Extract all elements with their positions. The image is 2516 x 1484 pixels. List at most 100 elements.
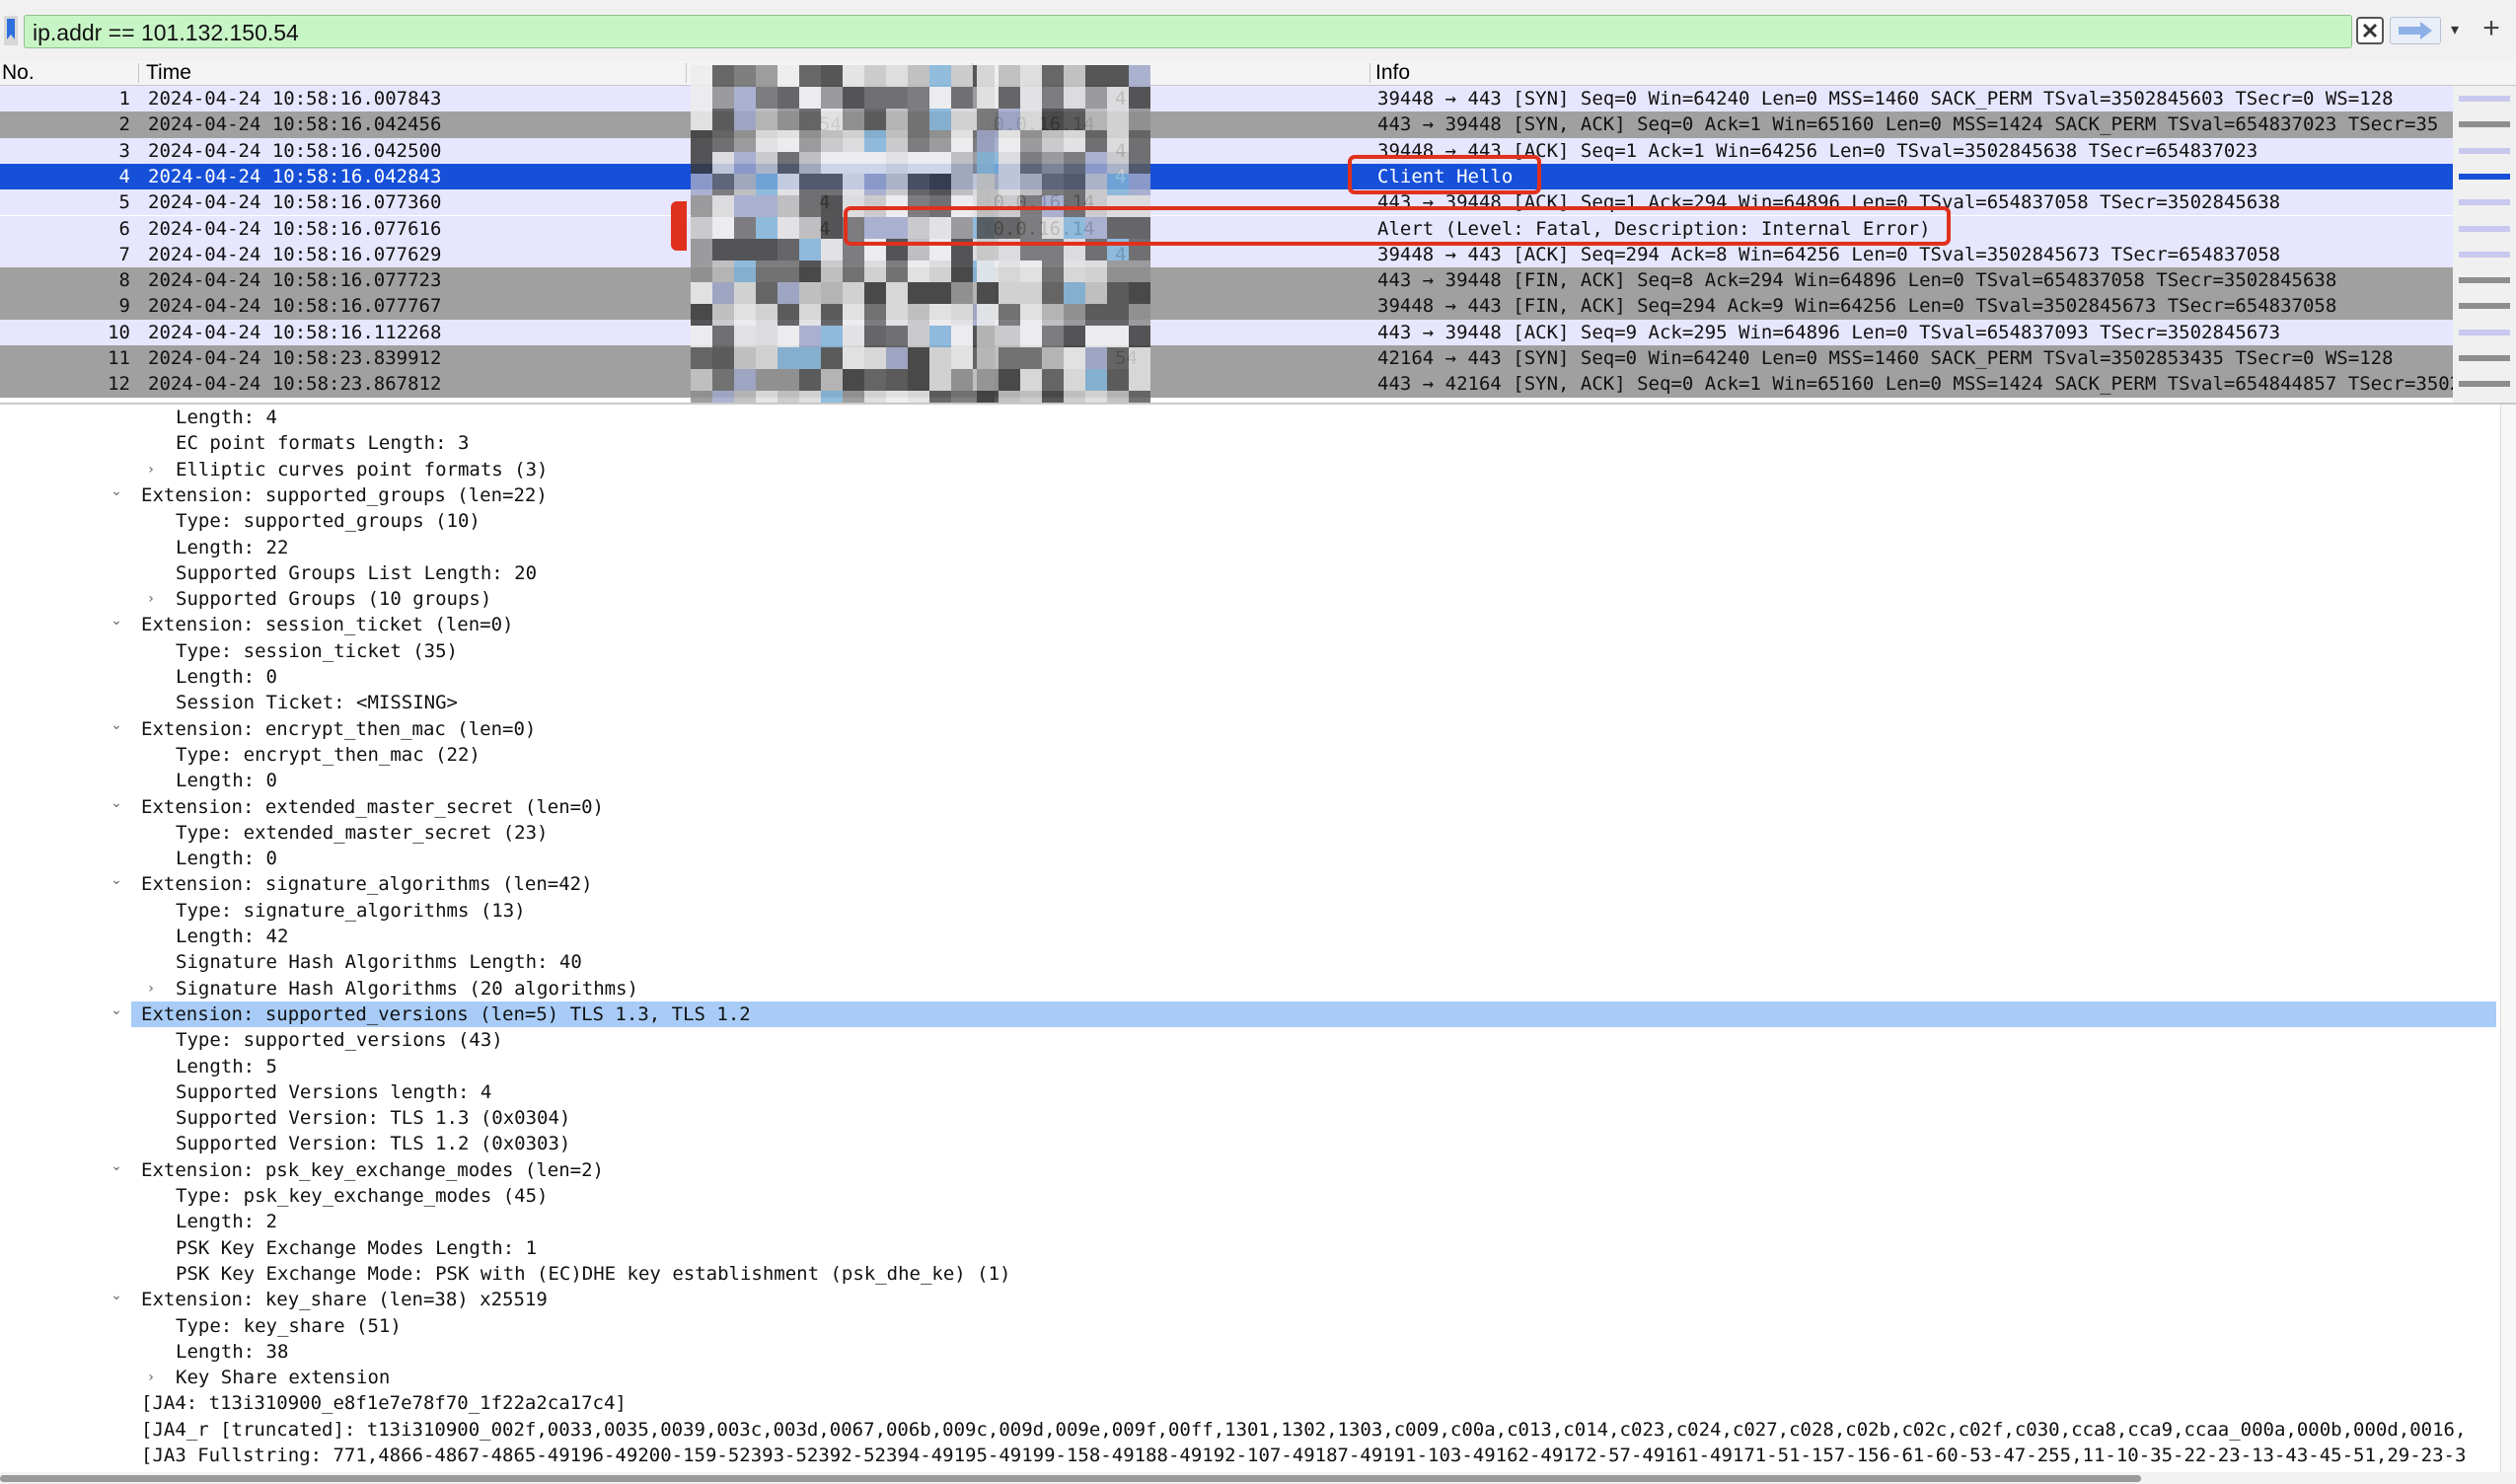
detail-tree-line[interactable]: ⌄Extension: encrypt_then_mac (len=0) [0, 716, 2496, 742]
expand-chevron-icon[interactable]: ⌄ [111, 1288, 122, 1304]
collapsed-chevron-icon[interactable]: › [148, 1370, 154, 1386]
column-divider[interactable] [138, 63, 139, 83]
expand-chevron-icon[interactable]: ⌄ [111, 1002, 122, 1018]
minimap-mark [2459, 199, 2510, 206]
detail-tree-line[interactable]: › Key Share extension [0, 1365, 2496, 1390]
detail-tree-line[interactable]: ⌄Extension: signature_algorithms (len=42… [0, 871, 2496, 897]
plus-icon[interactable]: + [2482, 12, 2500, 44]
detail-tree-line[interactable]: PSK Key Exchange Mode: PSK with (EC)DHE … [0, 1261, 2496, 1287]
detail-tree-line[interactable]: ⌄Extension: session_ticket (len=0) [0, 612, 2496, 637]
horizontal-scroll-thumb[interactable] [0, 1475, 2141, 1482]
redaction-pixel [843, 109, 864, 130]
redaction-pixel [929, 369, 951, 391]
redaction-pixel [1042, 152, 1064, 174]
detail-tree-line[interactable]: Supported Version: TLS 1.2 (0x0303) [0, 1131, 2496, 1156]
detail-tree-line[interactable]: Length: 4 [0, 405, 2496, 430]
apply-filter-button[interactable] [2390, 17, 2441, 44]
collapsed-chevron-icon[interactable]: › [148, 980, 154, 997]
collapsed-chevron-icon[interactable]: › [148, 461, 154, 478]
detail-tree-line[interactable]: [JA4: t13i310900_e8f1e7e78f70_1f22a2ca17… [0, 1390, 2496, 1416]
packet-number: 6 [118, 217, 130, 240]
detail-tree-line[interactable]: Type: signature_algorithms (13) [0, 898, 2496, 924]
redaction-pixel [1020, 152, 1042, 174]
packet-info: Alert (Level: Fatal, Description: Intern… [1377, 217, 1931, 240]
detail-tree-line[interactable]: Signature Hash Algorithms Length: 40 [0, 949, 2496, 975]
detail-tree-line[interactable]: Supported Version: TLS 1.3 (0x0304) [0, 1105, 2496, 1131]
detail-tree-line[interactable]: Supported Groups List Length: 20 [0, 560, 2496, 586]
detail-tree-line[interactable]: ⌄Extension: extended_master_secret (len=… [0, 794, 2496, 820]
redaction-pixel [843, 347, 864, 369]
detail-tree-line[interactable]: Type: supported_versions (43) [0, 1027, 2496, 1053]
display-filter-input[interactable]: ip.addr == 101.132.150.54 [24, 15, 2352, 48]
detail-tree-line[interactable]: Length: 38 [0, 1339, 2496, 1365]
redaction-pixel [886, 304, 908, 326]
column-divider[interactable] [1369, 63, 1370, 83]
column-header-info[interactable]: Info [1375, 61, 1411, 84]
expand-chevron-icon[interactable]: ⌄ [111, 613, 122, 630]
detail-tree-line[interactable]: ›Elliptic curves point formats (3) [0, 457, 2496, 482]
detail-tree-line[interactable]: Type: key_share (51) [0, 1313, 2496, 1339]
detail-tree-line[interactable]: [JA4_r [truncated]: t13i310900_002f,0033… [0, 1417, 2496, 1443]
detail-tree-line[interactable]: ›Supported Groups (10 groups) [0, 586, 2496, 612]
detail-tree-line[interactable]: Length: 22 [0, 535, 2496, 560]
detail-tree-line[interactable]: Length: 2 [0, 1209, 2496, 1234]
redaction-pixel [908, 65, 929, 87]
column-divider[interactable] [686, 63, 687, 83]
detail-tree-line[interactable]: Type: supported_groups (10) [0, 508, 2496, 534]
horizontal-scrollbar[interactable] [0, 1472, 2516, 1484]
detail-tree-line[interactable]: [JA3 Fullstring: 771,4866-4867-4865-4919… [0, 1443, 2496, 1468]
detail-tree-line[interactable]: ›Signature Hash Algorithms (20 algorithm… [0, 976, 2496, 1002]
detail-tree-line[interactable]: [JA3: c216e752cae6f8755fd27f561d031636] [0, 1468, 2496, 1472]
detail-tree-line[interactable]: Type: extended_master_secret (23) [0, 820, 2496, 846]
detail-tree-line[interactable]: Supported Versions length: 4 [0, 1079, 2496, 1105]
detail-tree-line[interactable]: ⌄Extension: supported_versions (len=5) T… [111, 1001, 2496, 1028]
detail-tree-line[interactable]: Type: encrypt_then_mac (22) [0, 742, 2496, 768]
detail-tree-line[interactable]: Length: 42 [0, 924, 2496, 949]
detail-tree-line[interactable]: Length: 0 [0, 846, 2496, 871]
detail-tree-line[interactable]: Length: 5 [0, 1054, 2496, 1079]
detail-tree-line[interactable]: Length: 0 [0, 768, 2496, 793]
expand-chevron-icon[interactable]: ⌄ [111, 716, 122, 733]
detail-tree-line[interactable]: Type: session_ticket (35) [0, 638, 2496, 664]
detail-tree-line[interactable]: ⌄Extension: key_share (len=38) x25519 [0, 1287, 2496, 1312]
packet-info: 443 → 42164 [SYN, ACK] Seq=0 Ack=1 Win=6… [1377, 373, 2453, 396]
bookmark-icon[interactable] [4, 16, 22, 45]
expand-chevron-icon[interactable]: ⌄ [111, 1157, 122, 1174]
expand-chevron-icon[interactable]: ⌄ [111, 794, 122, 811]
redaction-pixel [1107, 391, 1129, 403]
details-vertical-scrollbar[interactable] [2500, 405, 2516, 1472]
clear-icon[interactable] [2356, 17, 2384, 44]
detail-tree-line[interactable]: Type: psk_key_exchange_modes (45) [0, 1183, 2496, 1209]
detail-tree-line[interactable]: EC point formats Length: 3 [0, 430, 2496, 456]
column-header-time[interactable]: Time [146, 61, 191, 84]
redaction-pixel [864, 109, 886, 130]
expand-chevron-icon[interactable]: ⌄ [111, 872, 122, 889]
detail-line-text: Key Share extension [176, 1367, 391, 1389]
redaction-pixel [1107, 65, 1129, 87]
detail-tree-line[interactable]: Session Ticket: <MISSING> [0, 690, 2496, 715]
detail-tree-line[interactable]: Length: 0 [0, 664, 2496, 690]
redaction-pixel [777, 239, 799, 260]
redaction-pixel [799, 260, 821, 282]
chevron-down-icon[interactable]: ▾ [2450, 22, 2460, 38]
detail-line-text: Supported Version: TLS 1.2 (0x0303) [176, 1133, 571, 1155]
packet-minimap[interactable] [2453, 86, 2516, 403]
redaction-pixel [908, 87, 929, 109]
expand-chevron-icon[interactable]: ⌄ [111, 482, 122, 499]
detail-tree-line[interactable]: ⌄Extension: psk_key_exchange_modes (len=… [0, 1157, 2496, 1183]
column-header-no[interactable]: No. [2, 61, 35, 84]
detail-tree-line[interactable]: ⌄Extension: supported_groups (len=22) [0, 482, 2496, 508]
collapsed-chevron-icon[interactable]: › [148, 591, 154, 608]
detail-tree-line[interactable]: PSK Key Exchange Modes Length: 1 [0, 1235, 2496, 1261]
